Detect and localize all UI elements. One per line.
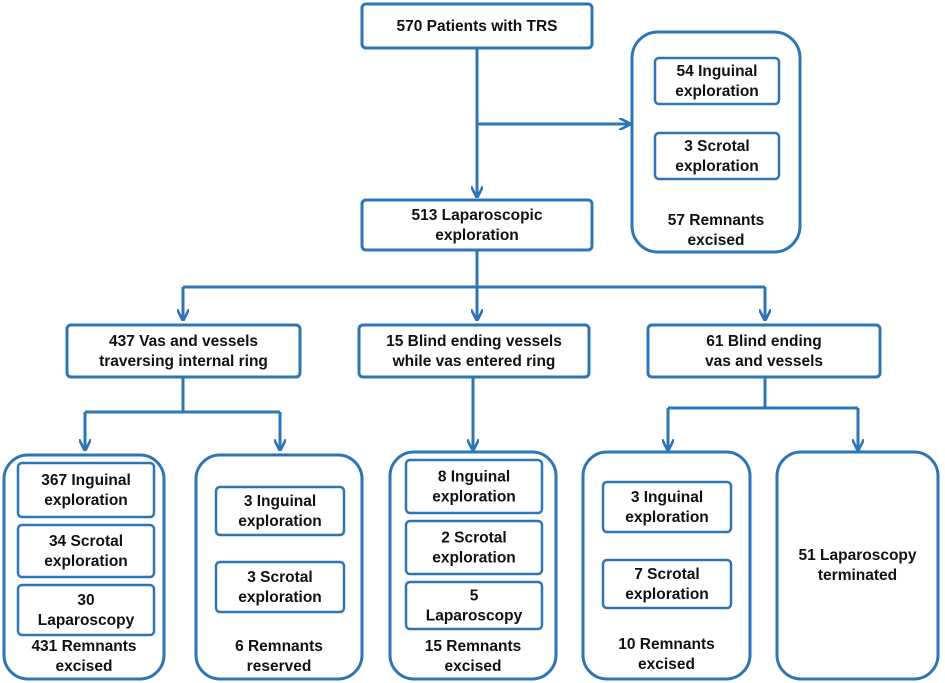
outcome-group-5 (775, 450, 940, 681)
outcome-4-item-1-box (601, 480, 733, 534)
outcome-1-item-3-box (16, 583, 156, 637)
branch-3-box (646, 323, 882, 379)
laparoscopic-node-box (360, 198, 594, 252)
outcome-4-item-2-box (601, 558, 733, 610)
connectors (85, 48, 858, 450)
outcome-2-item-1-box (214, 485, 346, 537)
outcome-1-item-1-box (16, 461, 156, 519)
excluded-item-1-box (653, 56, 781, 106)
root-node-box (360, 2, 594, 50)
outcome-3-item-1-box (404, 458, 544, 515)
outcome-3-item-2-box (404, 519, 544, 576)
outcome-3-item-3-box (404, 580, 544, 631)
outcome-2-item-2-box (214, 560, 346, 614)
root-node-label: 570 Patients with TRS (396, 18, 557, 35)
branch-2-box (357, 323, 591, 379)
excluded-item-2-box (653, 131, 781, 181)
branch-1-box (65, 323, 302, 379)
outcome-1-item-2-box (16, 523, 156, 579)
